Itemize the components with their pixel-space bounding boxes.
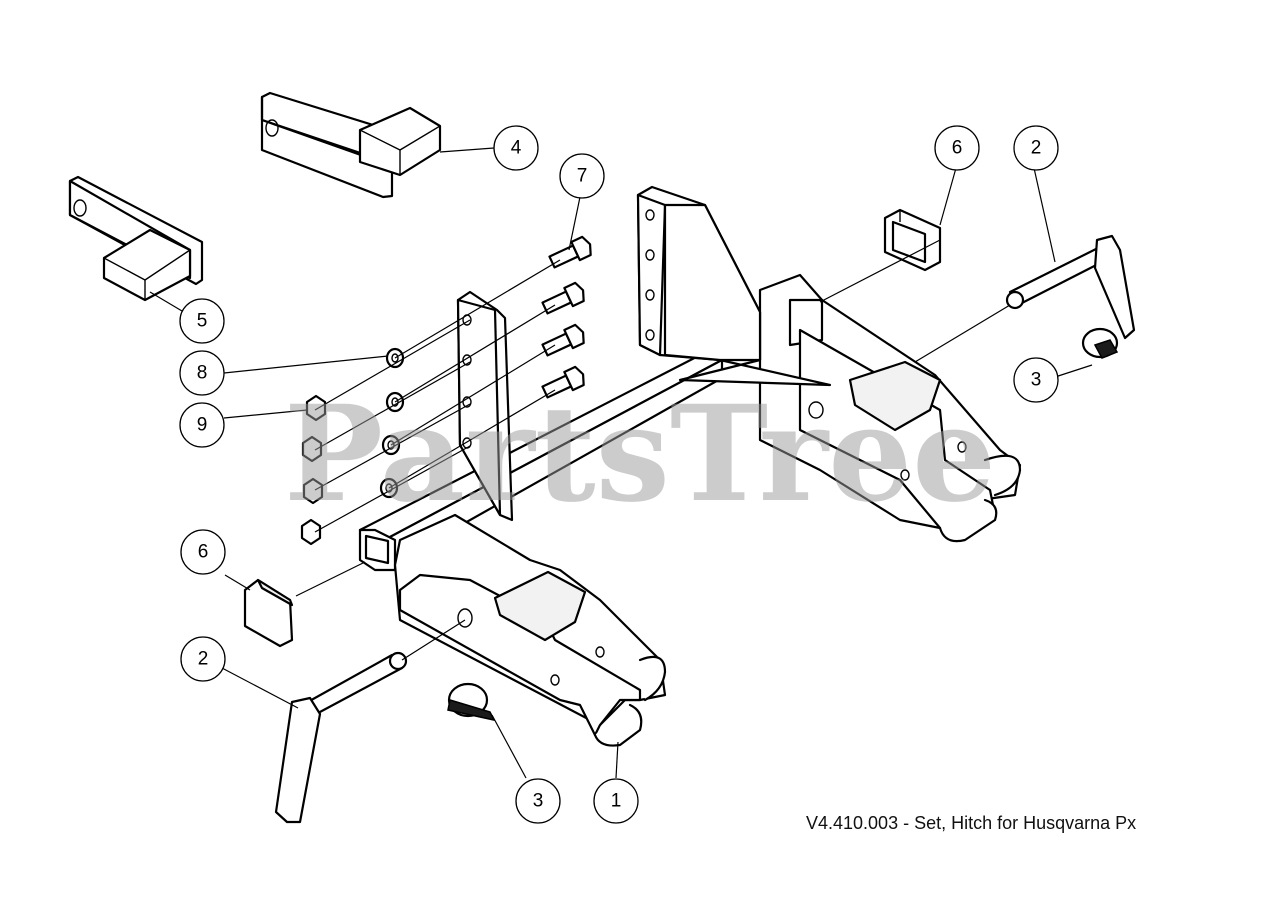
part-2-pin-right xyxy=(1005,234,1136,340)
callout-8-label: 8 xyxy=(197,363,208,384)
callout-4: 4 xyxy=(493,125,539,171)
part-6-plug-right xyxy=(883,208,942,272)
callout-2-left-label: 2 xyxy=(198,649,209,670)
callout-2-right-label: 2 xyxy=(1031,138,1042,159)
callout-1-label: 1 xyxy=(611,791,622,812)
callout-6-left-label: 6 xyxy=(198,542,209,563)
callout-2-left: 2 xyxy=(180,636,226,682)
callout-9-label: 9 xyxy=(197,415,208,436)
callout-9: 9 xyxy=(179,402,225,448)
left-bracket-plate xyxy=(456,290,514,522)
cross-tube xyxy=(358,348,724,572)
callout-3-left: 3 xyxy=(515,778,561,824)
right-bracket-plate xyxy=(636,185,832,387)
part-3-clip-right xyxy=(1081,327,1119,359)
left-rail xyxy=(393,513,667,747)
callout-3-left-label: 3 xyxy=(533,791,544,812)
callout-7-label: 7 xyxy=(577,166,588,187)
part-2-pin-left xyxy=(274,651,408,824)
callout-1: 1 xyxy=(593,778,639,824)
leader-lines xyxy=(149,147,1093,779)
watermark: PartsTree xyxy=(284,377,996,532)
callout-5-label: 5 xyxy=(197,311,208,332)
callout-4-label: 4 xyxy=(511,138,522,159)
part-5-drawbar xyxy=(68,175,204,302)
callout-6-left: 6 xyxy=(180,529,226,575)
callout-8: 8 xyxy=(179,350,225,396)
right-rail xyxy=(758,273,1022,543)
callout-6-right: 6 xyxy=(934,125,980,171)
diagram-caption: V4.410.003 - Set, Hitch for Husqvarna Px xyxy=(806,813,1137,833)
callout-2-right: 2 xyxy=(1013,125,1059,171)
callout-6-right-label: 6 xyxy=(952,138,963,159)
part-8-washers xyxy=(379,347,405,499)
part-9-nuts xyxy=(300,394,327,546)
callout-3-right: 3 xyxy=(1013,357,1059,403)
part-3-clip-left xyxy=(447,682,496,722)
callout-5: 5 xyxy=(179,298,225,344)
callout-7: 7 xyxy=(559,153,605,199)
part-4-drawbar xyxy=(260,91,442,199)
part-6-plug-left xyxy=(243,578,294,648)
callout-3-right-label: 3 xyxy=(1031,370,1042,391)
